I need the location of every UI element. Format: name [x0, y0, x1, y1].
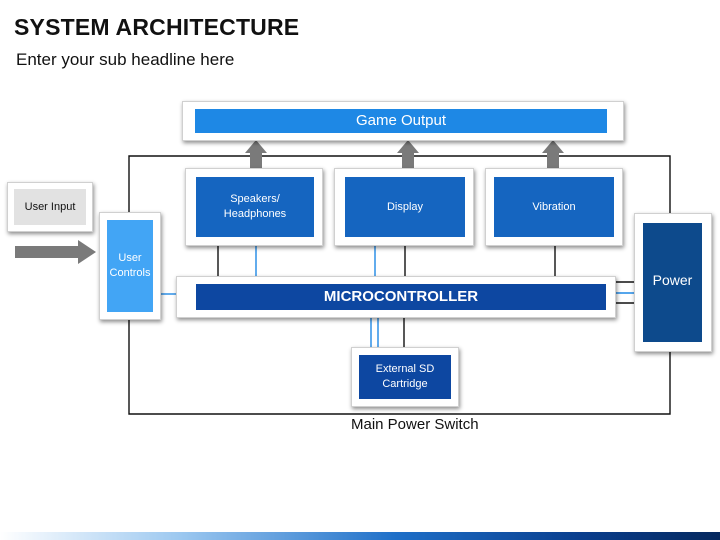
main-power-loop	[128, 155, 671, 415]
user-controls-label: User Controls	[109, 252, 151, 279]
sd-cartridge-label: External SD Cartridge	[375, 363, 435, 390]
arrow-up-icon	[397, 140, 419, 168]
vibration-label: Vibration	[532, 200, 576, 213]
arrow-right-icon	[15, 240, 96, 264]
speakers-label: Speakers/ Headphones	[223, 193, 287, 220]
sd-cartridge-box: External SD Cartridge	[359, 355, 451, 399]
main-power-switch-label: Main Power Switch	[351, 416, 479, 433]
display-box: Display	[345, 177, 465, 237]
module-links	[160, 246, 634, 347]
footer-gradient-bar	[0, 532, 720, 540]
arrow-up-icon	[245, 140, 267, 168]
power-label: Power	[652, 272, 693, 288]
user-input-box: User Input	[14, 189, 86, 225]
display-label: Display	[386, 200, 424, 213]
user-controls-box: User Controls	[107, 220, 153, 312]
output-arrows	[245, 140, 564, 168]
power-box: Power	[643, 223, 702, 342]
game-output-box: Game Output	[195, 109, 607, 133]
user-input-label: User Input	[24, 200, 76, 213]
arrow-up-icon	[542, 140, 564, 168]
microcontroller-box: MICROCONTROLLER	[196, 284, 606, 310]
speakers-box: Speakers/ Headphones	[196, 177, 314, 237]
slide-title: SYSTEM ARCHITECTURE	[14, 14, 300, 40]
game-output-label: Game Output	[355, 111, 447, 129]
microcontroller-label: MICROCONTROLLER	[323, 287, 479, 305]
vibration-box: Vibration	[494, 177, 614, 237]
slide-subtitle: Enter your sub headline here	[16, 50, 235, 69]
